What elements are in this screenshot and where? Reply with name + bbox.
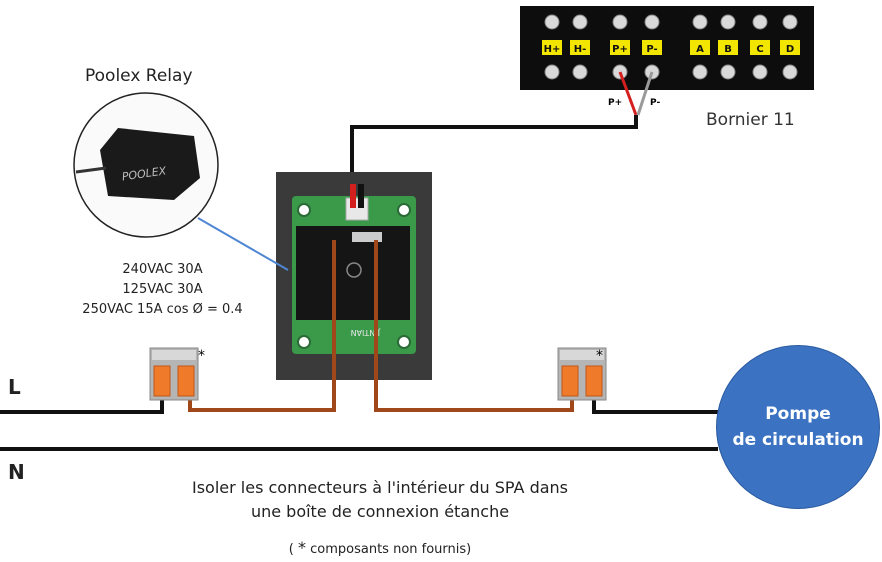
- terminal-label: H-: [574, 44, 587, 55]
- pointer-line: [197, 217, 289, 271]
- red-wire: [618, 71, 638, 116]
- terminal-label: B: [724, 44, 732, 55]
- terminal-label-bg: [570, 40, 590, 55]
- connector-left: [149, 347, 199, 401]
- relay-board-text: JINTIAN: [351, 328, 381, 337]
- spec-line: 250VAC 15A cos Ø = 0.4: [82, 302, 243, 317]
- wire-label-p-plus: P+: [608, 98, 622, 108]
- terminal-screws-top: [544, 14, 798, 30]
- connector-right-asterisk: *: [596, 348, 603, 364]
- terminal-label: P-: [646, 44, 657, 55]
- terminal-label: A: [696, 44, 704, 55]
- terminal-screw: [572, 64, 588, 80]
- brown-wire-right: [374, 240, 574, 412]
- terminal-screw: [644, 14, 660, 30]
- live-wire-right: [592, 395, 718, 414]
- footnote: ( * composants non fournis): [230, 538, 530, 557]
- footnote-text: composants non fournis): [310, 542, 472, 557]
- terminal-block: H+ H- P+ P- A B C D: [520, 6, 814, 90]
- relay-title: Poolex Relay: [85, 66, 193, 86]
- terminal-screw: [692, 14, 708, 30]
- terminal-label: D: [786, 44, 794, 55]
- terminal-screw: [752, 14, 768, 30]
- note-line2: une boîte de connexion étanche: [250, 502, 510, 521]
- relay-board: JINTIAN: [292, 184, 416, 354]
- terminal-screw: [612, 14, 628, 30]
- pump-label-line1: Pompe: [765, 404, 831, 424]
- terminal-label-bg: [542, 40, 562, 55]
- terminal-label: P+: [612, 44, 628, 55]
- circulation-pump: Pompe de circulation: [716, 345, 880, 509]
- relay-photo-brand: POOLEX: [121, 164, 167, 183]
- live-line-label: L: [8, 375, 21, 399]
- neutral-line-label: N: [8, 460, 25, 484]
- connector-left-asterisk: *: [198, 348, 205, 364]
- brown-wire-left: [188, 240, 336, 412]
- terminal-screw: [544, 64, 560, 80]
- terminal-label: H+: [544, 44, 561, 55]
- pump-label-line2: de circulation: [732, 430, 864, 450]
- terminal-screw: [692, 64, 708, 80]
- spec-line: 240VAC 30A: [122, 262, 203, 277]
- terminal-label-bg: [718, 40, 738, 55]
- terminal-label-bg: [642, 40, 662, 55]
- terminal-label-bg: [780, 40, 800, 55]
- spec-line: 125VAC 30A: [122, 282, 203, 297]
- terminal-screw: [720, 64, 736, 80]
- terminal-label-bg: [690, 40, 710, 55]
- terminal-screw: [720, 14, 736, 30]
- control-cable: [350, 115, 638, 208]
- footnote-open: (: [288, 542, 294, 557]
- footnote-star: *: [297, 538, 306, 557]
- relay-photo: POOLEX: [73, 92, 219, 238]
- terminal-screw: [752, 64, 768, 80]
- wire-label-p-minus: P-: [650, 98, 660, 108]
- relay-specs: 240VAC 30A 125VAC 30A 250VAC 15A cos Ø =…: [60, 260, 265, 320]
- terminal-label-bg: [750, 40, 770, 55]
- terminal-block-label: Bornier 11: [706, 110, 795, 130]
- connector-right: [557, 347, 607, 401]
- terminal-label: C: [756, 44, 763, 55]
- terminal-label-bg: [610, 40, 630, 55]
- note-line1: Isoler les connecteurs à l'intérieur du …: [191, 478, 568, 497]
- terminal-labels: H+ H- P+ P- A B C D: [542, 40, 800, 55]
- terminal-screws-bottom: [544, 64, 798, 80]
- terminal-screw: [782, 14, 798, 30]
- terminal-screw: [782, 64, 798, 80]
- live-wire-left: [0, 395, 164, 414]
- installation-note: Isoler les connecteurs à l'intérieur du …: [150, 476, 610, 524]
- terminal-screw: [572, 14, 588, 30]
- terminal-screw: [544, 14, 560, 30]
- grey-wire: [636, 71, 654, 116]
